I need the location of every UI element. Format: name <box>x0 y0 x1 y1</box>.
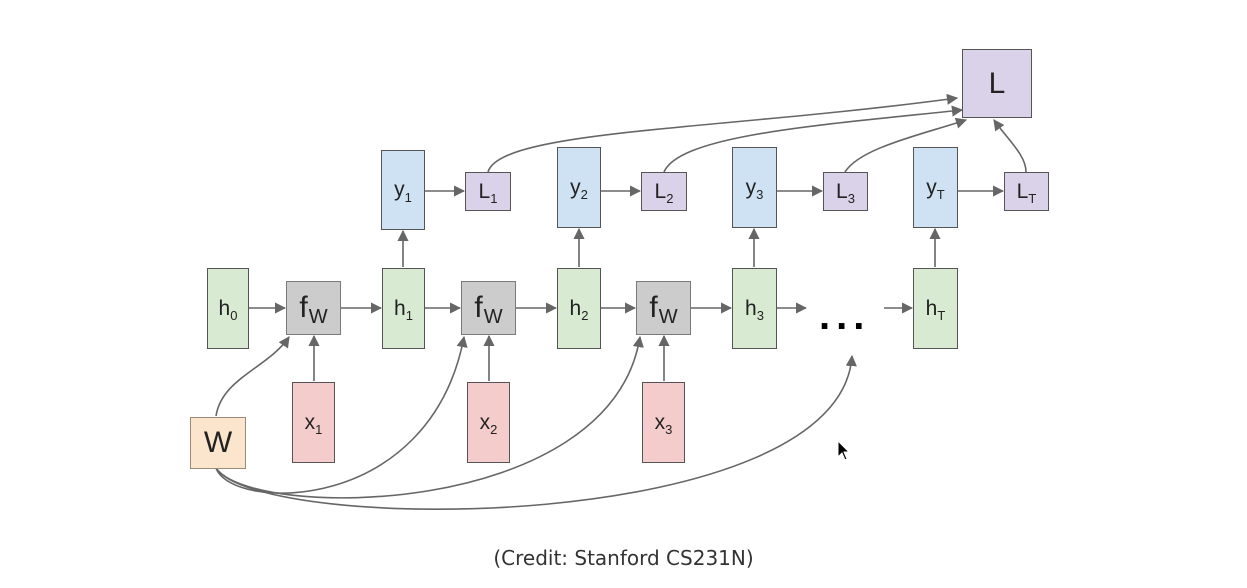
arrow-W-next <box>215 354 857 511</box>
arrow-W-f3 <box>215 335 644 499</box>
arrow-W-f2 <box>215 335 468 494</box>
arrow-W-f1 <box>215 336 290 417</box>
node-f2-sub: W <box>483 305 503 328</box>
node-yT-sub: T <box>936 187 945 202</box>
node-x3-label: x <box>654 410 666 434</box>
node-f2-label: f <box>474 291 483 324</box>
node-h3-label: h <box>745 296 757 320</box>
node-hT-label: h <box>925 296 938 320</box>
node-h3-sub: 3 <box>756 308 764 323</box>
node-W: W <box>190 417 246 469</box>
node-h0-sub: 0 <box>230 308 238 323</box>
sequence-ellipsis: ... <box>819 294 871 338</box>
node-f1-sub: W <box>308 305 328 328</box>
node-f3-sub: W <box>658 305 678 328</box>
node-hT-sub: T <box>937 308 946 323</box>
node-L2-sub: 2 <box>666 191 674 206</box>
node-y2-label: y <box>570 175 581 199</box>
node-x2-sub: 2 <box>490 422 498 437</box>
node-L2-label: L <box>654 179 667 203</box>
node-LT-sub: T <box>1028 191 1037 206</box>
node-y1-sub: 1 <box>404 189 412 205</box>
node-h1-label: h <box>394 296 406 320</box>
arrow-L3-L <box>844 117 968 173</box>
node-x3-sub: 3 <box>665 422 673 437</box>
node-h2-sub: 2 <box>581 308 589 323</box>
node-yT-label: y <box>926 175 937 199</box>
node-x1-sub: 1 <box>315 422 323 437</box>
node-y3-sub: 3 <box>756 187 764 202</box>
node-LT-label: L <box>1016 179 1029 203</box>
node-L3-sub: 3 <box>847 191 855 206</box>
node-f1-label: f <box>299 291 308 324</box>
node-h1-sub: 1 <box>405 308 413 323</box>
credit-caption: (Credit: Stanford CS231N) <box>493 546 754 570</box>
node-h0-label: h <box>218 296 231 320</box>
arrow-L1-L <box>487 93 959 173</box>
node-L-total: L <box>962 49 1032 118</box>
arrow-L2-L <box>663 105 964 173</box>
mouse-cursor-icon <box>837 440 851 461</box>
node-W-label: W <box>203 426 233 459</box>
node-L1-sub: 1 <box>490 191 498 206</box>
node-h2-label: h <box>569 296 582 320</box>
arrow-LT-L <box>993 119 1027 173</box>
node-x1-label: x <box>304 410 316 434</box>
node-y2-sub: 2 <box>580 187 588 202</box>
node-L-total-label: L <box>988 66 1006 100</box>
node-x2-label: x <box>479 410 491 434</box>
node-L1-label: L <box>478 179 491 203</box>
node-f3-label: f <box>649 291 658 324</box>
node-L3-label: L <box>836 179 848 203</box>
node-y1-label: y <box>394 178 405 201</box>
node-y3-label: y <box>745 175 757 199</box>
